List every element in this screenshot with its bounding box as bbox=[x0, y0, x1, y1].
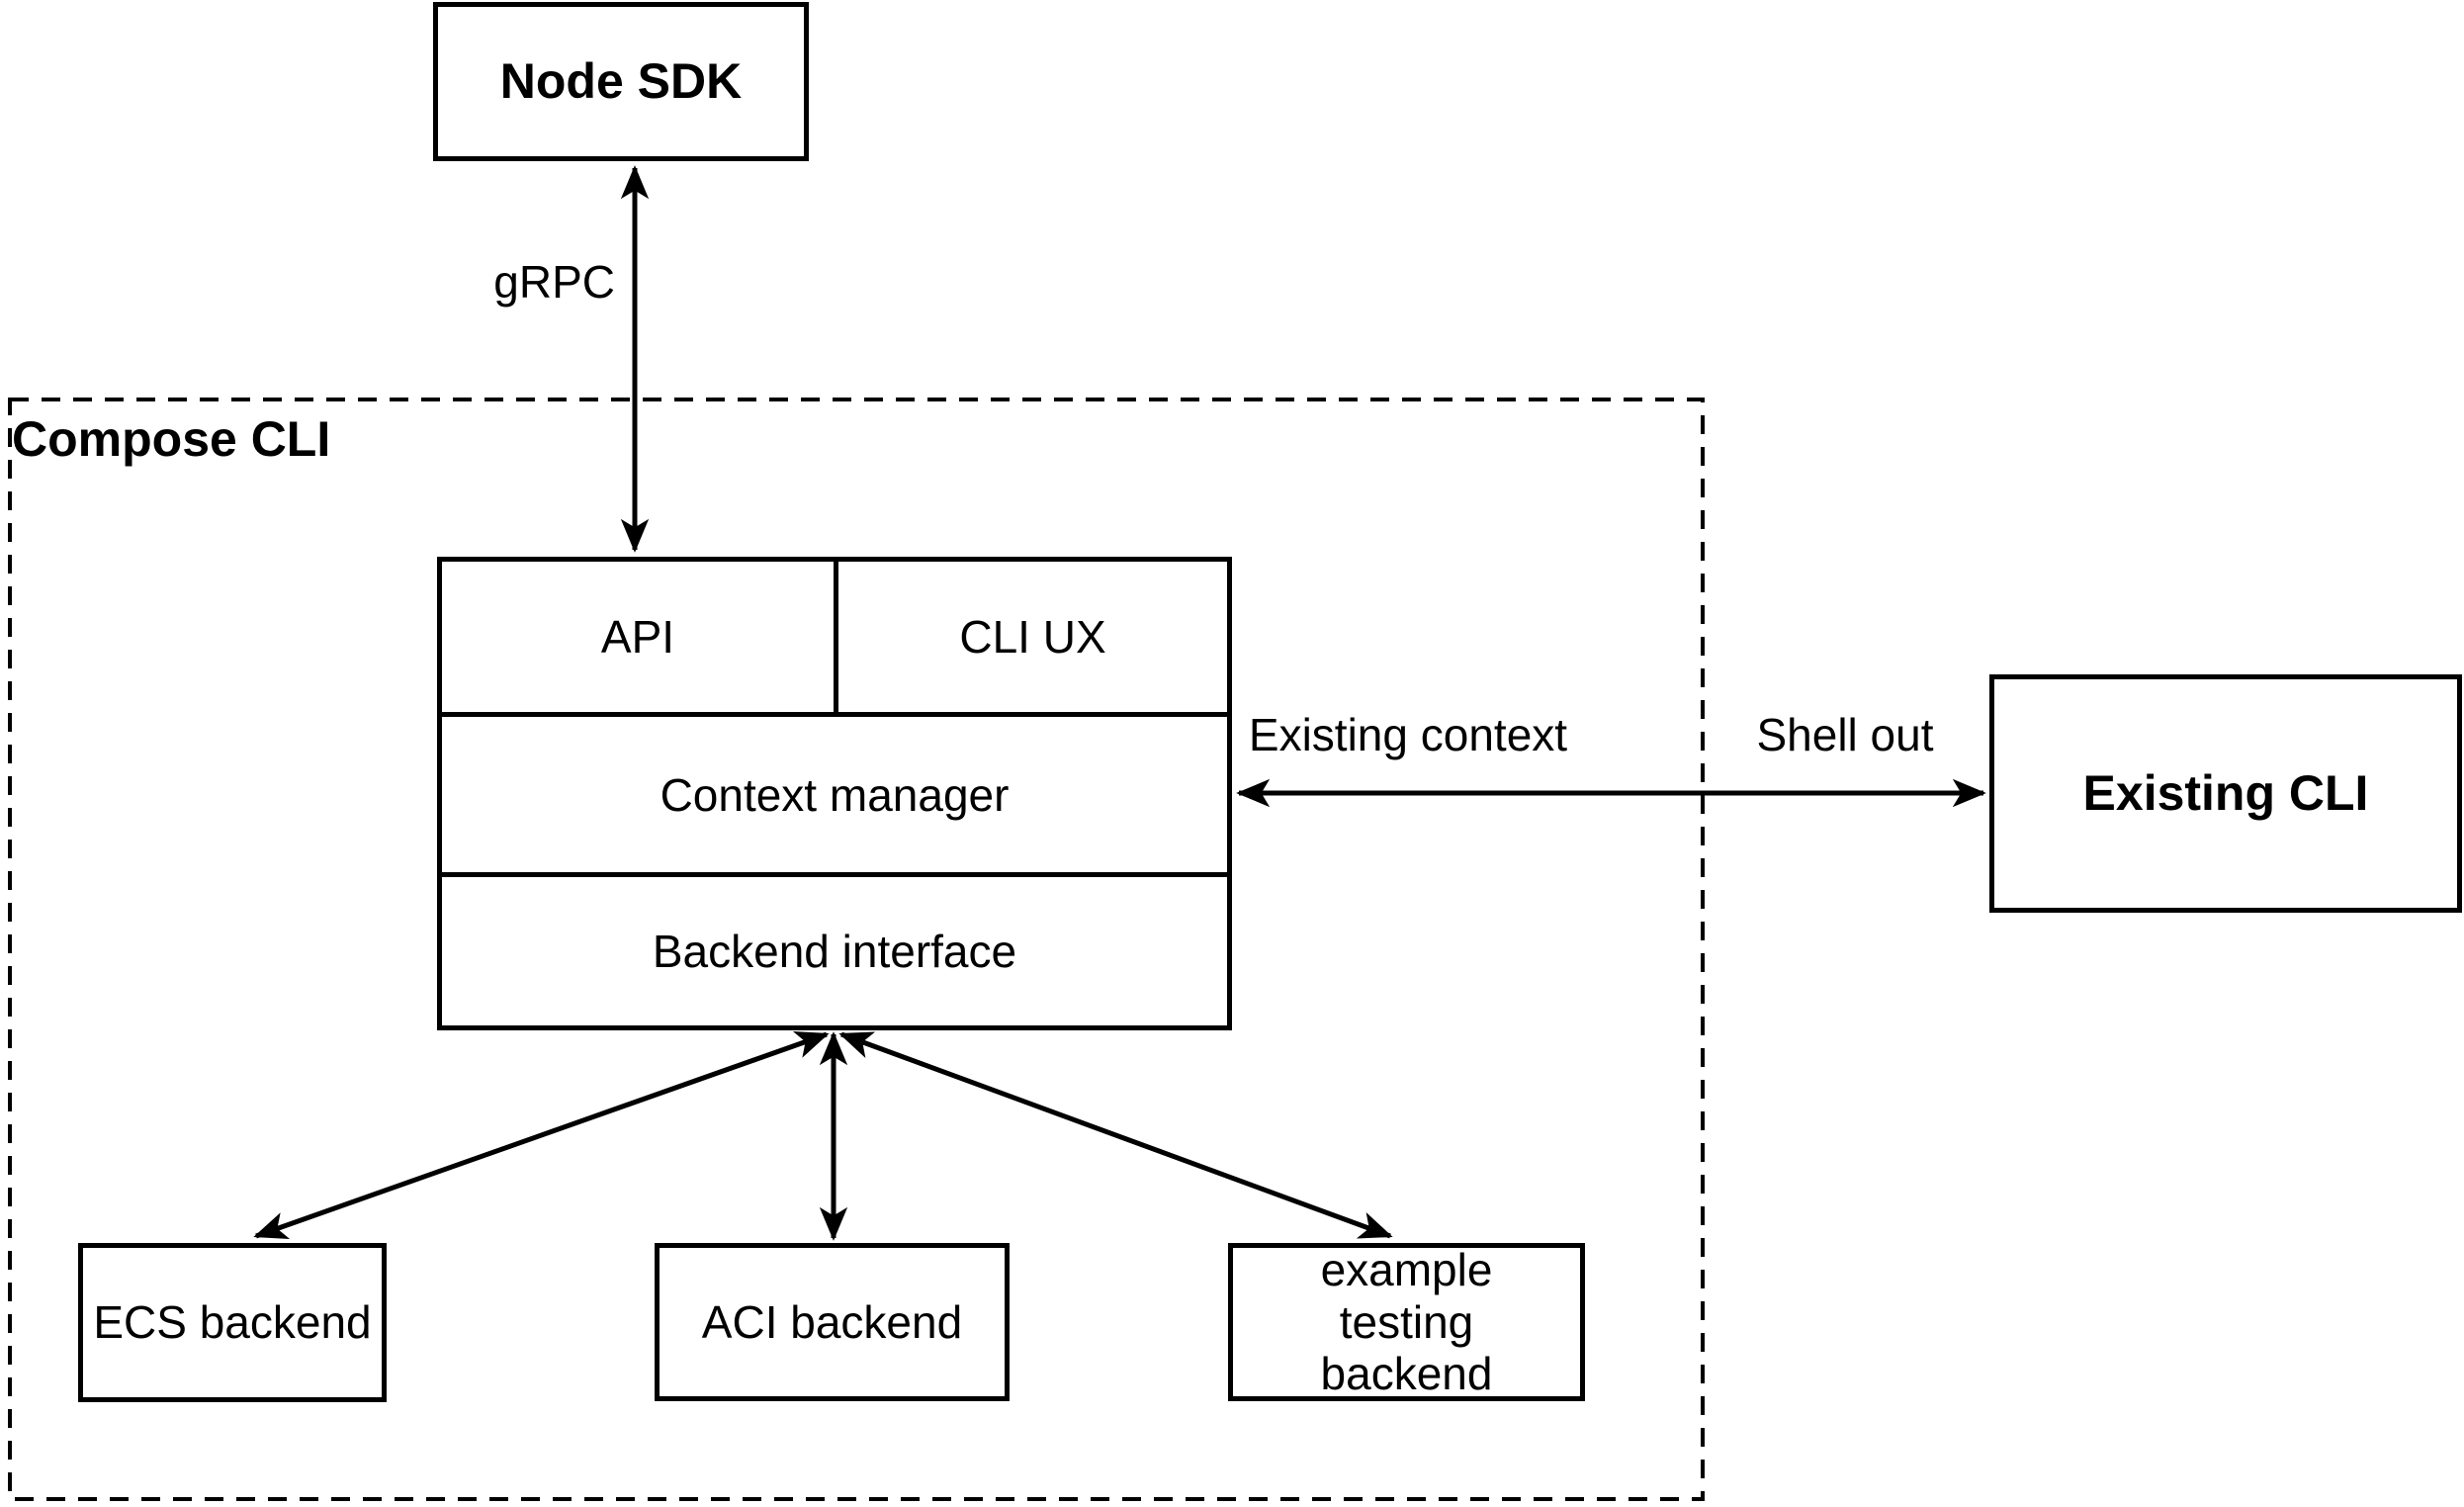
shell-out-edge-label: Shell out bbox=[1756, 709, 1934, 760]
compose-cli-container-label: Compose CLI bbox=[12, 411, 331, 467]
existing-cli-box: Existing CLI bbox=[1989, 674, 2462, 913]
example-testing-backend-box: example testing backend bbox=[1228, 1243, 1585, 1401]
node-sdk-label: Node SDK bbox=[499, 52, 743, 109]
context-manager-cell: Context manager bbox=[442, 717, 1227, 877]
backend-to-ecs-arrow bbox=[253, 1031, 830, 1239]
stack-top-row: API CLI UX bbox=[442, 562, 1227, 717]
api-label: API bbox=[600, 611, 675, 663]
backend-interface-label: Backend interface bbox=[652, 926, 1017, 977]
compose-cli-stack-box: API CLI UX Context manager Backend inter… bbox=[437, 557, 1232, 1030]
cli-ux-label: CLI UX bbox=[959, 611, 1106, 663]
ecs-backend-label: ECS backend bbox=[93, 1296, 372, 1349]
cli-ux-cell: CLI UX bbox=[838, 562, 1227, 712]
example-testing-backend-label: example testing backend bbox=[1320, 1243, 1493, 1400]
ecs-backend-box: ECS backend bbox=[78, 1243, 387, 1402]
existing-context-edge-label: Existing context bbox=[1248, 709, 1568, 760]
api-cell: API bbox=[442, 562, 838, 712]
node-sdk-box: Node SDK bbox=[433, 2, 809, 161]
aci-backend-box: ACI backend bbox=[655, 1243, 1010, 1401]
backend-to-example-arrow bbox=[838, 1031, 1393, 1239]
compose-cli-dashed-border bbox=[8, 398, 1705, 1501]
aci-backend-label: ACI backend bbox=[701, 1295, 963, 1348]
backend-interface-cell: Backend interface bbox=[442, 877, 1227, 1025]
context-manager-label: Context manager bbox=[660, 768, 1010, 821]
grpc-edge-label: gRPC bbox=[493, 256, 615, 308]
existing-cli-label: Existing CLI bbox=[2082, 764, 2369, 821]
